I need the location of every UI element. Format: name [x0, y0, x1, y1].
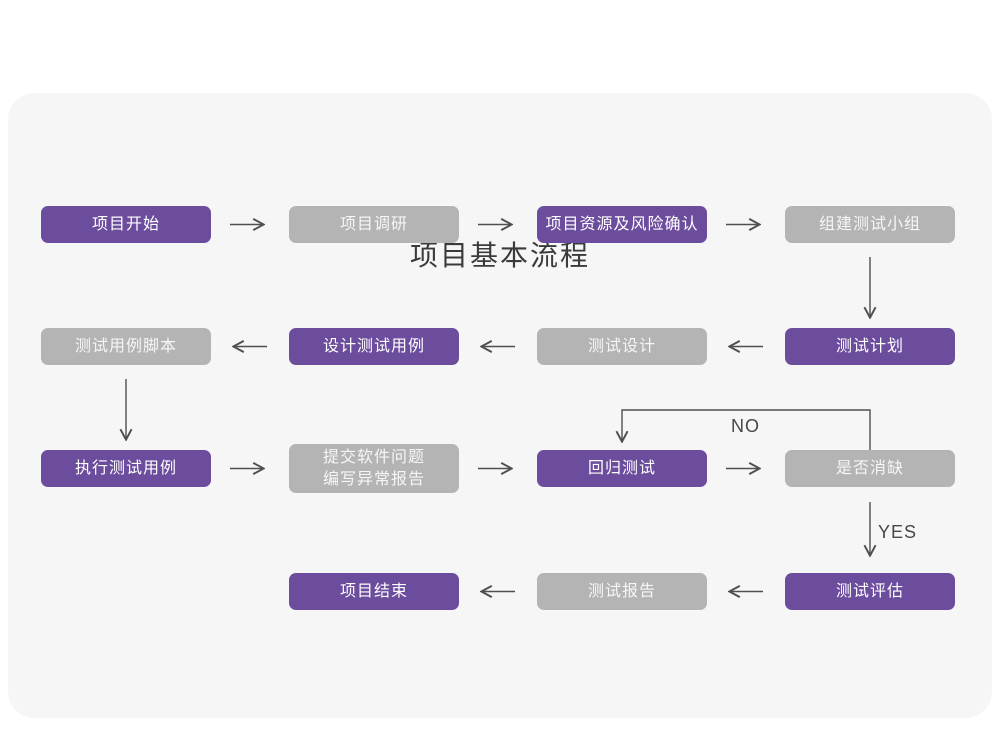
node-label: 测试计划: [835, 337, 904, 355]
node-test-design: 测试设计: [537, 328, 707, 365]
node-regression-test: 回归测试: [537, 450, 707, 487]
node-label: 测试报告: [587, 582, 656, 600]
node-label: 项目结束: [339, 582, 408, 600]
node-test-plan: 测试计划: [785, 328, 955, 365]
node-test-case-script: 测试用例脚本: [41, 328, 211, 365]
node-label-line2: 编写异常报告: [322, 470, 425, 488]
edge-label-no: NO: [731, 416, 760, 436]
node-submit-issues-report: 提交软件问题 编写异常报告: [289, 444, 459, 493]
flowchart-card: 项目基本流程: [8, 93, 992, 718]
node-label: 项目开始: [91, 215, 160, 233]
node-resources-risk-confirm: 项目资源及风险确认: [537, 206, 707, 243]
node-test-report: 测试报告: [537, 573, 707, 610]
node-label: 项目调研: [339, 215, 408, 233]
node-label: 项目资源及风险确认: [545, 215, 699, 233]
node-project-start: 项目开始: [41, 206, 211, 243]
node-label: 测试设计: [587, 337, 656, 355]
node-label-line1: 提交软件问题: [322, 448, 425, 466]
page-title: 项目基本流程: [409, 240, 590, 271]
node-project-research: 项目调研: [289, 206, 459, 243]
node-design-test-cases: 设计测试用例: [289, 328, 459, 365]
node-execute-test-cases: 执行测试用例: [41, 450, 211, 487]
node-label: 是否消缺: [835, 459, 904, 477]
node-project-end: 项目结束: [289, 573, 459, 610]
node-label: 组建测试小组: [818, 215, 921, 233]
node-defect-cleared: 是否消缺: [785, 450, 955, 487]
node-build-test-team: 组建测试小组: [785, 206, 955, 243]
node-label: 执行测试用例: [74, 459, 177, 477]
edge-label-yes: YES: [878, 522, 918, 542]
node-label: 回归测试: [587, 459, 656, 477]
node-label: 设计测试用例: [322, 337, 425, 355]
node-label: 测试用例脚本: [74, 337, 177, 355]
node-test-evaluation: 测试评估: [785, 573, 955, 610]
node-label: 测试评估: [835, 582, 904, 600]
